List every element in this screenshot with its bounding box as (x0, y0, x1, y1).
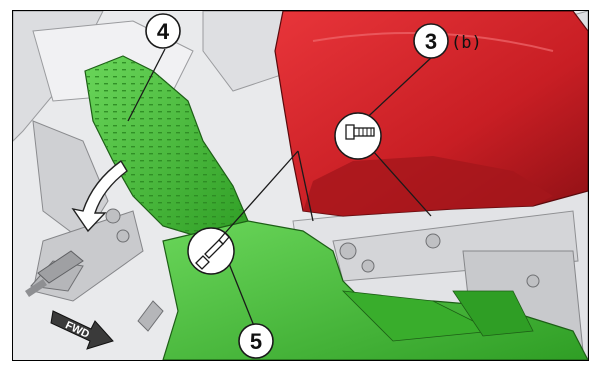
callout-4-label: 4 (157, 19, 170, 44)
callout-4: 4 (145, 13, 181, 49)
illustration-frame: 4 3 (b) 5 FWD (12, 10, 589, 361)
callout-5: 5 (238, 323, 274, 359)
callout-3-suffix: (b) (451, 33, 482, 53)
callout-3: 3 (b) (413, 23, 482, 59)
callout-5-label: 5 (250, 329, 262, 354)
lower-cowl-panel (162, 220, 588, 360)
fuel-tank (274, 11, 588, 217)
bolt-icon (334, 112, 382, 160)
removal-direction-arrow (71, 159, 128, 233)
callout-3-label: 3 (425, 29, 437, 54)
motorcycle-diagram: 4 3 (b) 5 FWD (13, 11, 588, 360)
leader-lines (127, 48, 434, 337)
push-rivet-clip-icon (187, 227, 235, 275)
